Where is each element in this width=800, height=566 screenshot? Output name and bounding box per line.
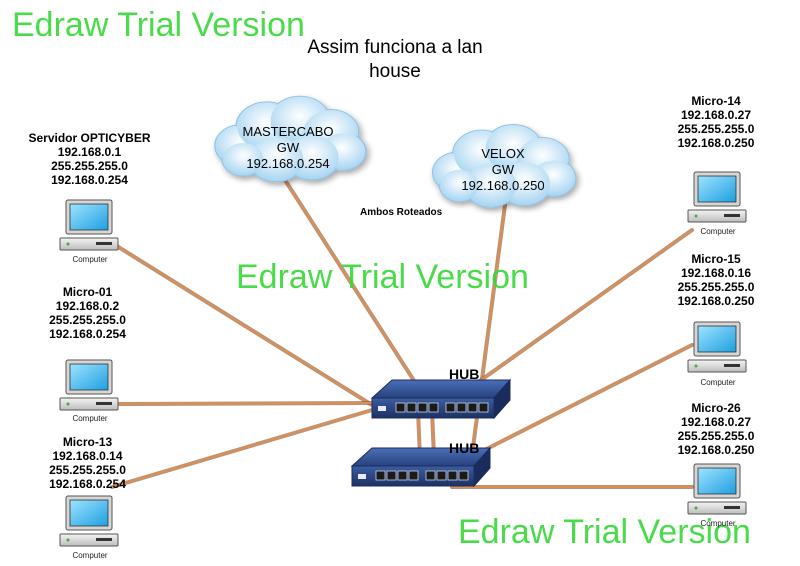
- micro-14-gateway: 192.168.0.250: [677, 136, 755, 150]
- computer-micro-26: [687, 463, 747, 515]
- micro-26-ip: 192.168.0.27: [680, 415, 752, 429]
- computer-label-servidor: Servidor OPTICYBER 192.168.0.1 255.255.2…: [12, 131, 167, 187]
- cable-micro-01: [110, 401, 374, 406]
- servidor-name: Servidor OPTICYBER: [28, 131, 151, 145]
- computer-servidor: [59, 199, 119, 251]
- computer-label-micro-26: Micro-26 192.168.0.27 255.255.255.0 192.…: [656, 401, 776, 457]
- cables: [110, 178, 694, 489]
- hub-label-top: HUB: [449, 366, 480, 382]
- cloud-mastercabo-gw: GW: [276, 140, 300, 155]
- micro-01-gateway: 192.168.0.254: [49, 327, 126, 341]
- computer-caption-micro-01: Computer: [72, 414, 108, 423]
- cloud-velox: [431, 124, 577, 208]
- computer-micro-01: [59, 359, 119, 411]
- cloud-velox-gw: GW: [491, 162, 515, 177]
- watermark-center: Edraw Trial Version: [236, 258, 529, 296]
- micro-01-mask: 255.255.255.0: [49, 313, 126, 327]
- micro-13-ip: 192.168.0.14: [52, 449, 123, 463]
- servidor-gateway: 192.168.0.254: [51, 173, 128, 187]
- clouds: [214, 95, 577, 208]
- hub-top: [370, 378, 512, 420]
- title-line-1: Assim funciona a lan: [307, 37, 483, 58]
- computer-label-micro-01: Micro-01 192.168.0.2 255.255.255.0 192.1…: [30, 285, 145, 341]
- micro-13-name: Micro-13: [62, 435, 113, 449]
- computer-micro-14: [687, 171, 747, 223]
- cable-micro-13: [110, 408, 374, 489]
- computer-label-micro-15: Micro-15 192.168.0.16 255.255.255.0 192.…: [656, 252, 776, 308]
- micro-15-gateway: 192.168.0.250: [677, 294, 755, 308]
- diagram-title: Assim funciona a lan house: [250, 36, 540, 84]
- micro-26-gateway: 192.168.0.250: [677, 443, 755, 457]
- micro-14-ip: 192.168.0.27: [680, 108, 752, 122]
- computer-micro-15: [687, 321, 747, 373]
- computer-caption-micro-13: Computer: [72, 551, 108, 560]
- cloud-velox-name: VELOX: [481, 146, 525, 161]
- cloud-label-velox: VELOX GW 192.168.0.250: [448, 146, 558, 194]
- micro-01-name: Micro-01: [62, 285, 113, 299]
- hub-bottom: [350, 446, 492, 488]
- watermark-top-left: Edraw Trial Version: [12, 6, 305, 44]
- micro-26-mask: 255.255.255.0: [677, 429, 755, 443]
- micro-13-gateway: 192.168.0.254: [49, 477, 126, 491]
- cable-servidor: [110, 241, 374, 407]
- title-line-2: house: [369, 61, 421, 82]
- computer-caption-micro-26: Computer: [700, 519, 736, 528]
- routing-note: Ambos Roteados: [360, 207, 443, 218]
- watermark-bottom-right: Edraw Trial Version: [458, 513, 751, 551]
- micro-15-ip: 192.168.0.16: [680, 266, 752, 280]
- cloud-mastercabo-ip: 192.168.0.254: [246, 156, 330, 171]
- hubs: [350, 378, 512, 488]
- cloud-label-mastercabo: MASTERCABO GW 192.168.0.254: [228, 124, 348, 172]
- micro-13-mask: 255.255.255.0: [49, 463, 126, 477]
- computer-caption-micro-15: Computer: [700, 378, 736, 387]
- micro-15-name: Micro-15: [691, 252, 741, 266]
- cable-micro-14: [458, 228, 694, 397]
- servidor-mask: 255.255.255.0: [51, 159, 128, 173]
- cloud-mastercabo: [214, 95, 367, 183]
- cable-mastercabo: [283, 178, 422, 392]
- cable-velox: [468, 203, 507, 472]
- micro-26-name: Micro-26: [691, 401, 741, 415]
- servidor-ip: 192.168.0.1: [57, 145, 122, 159]
- computer-caption-micro-14: Computer: [700, 227, 736, 236]
- computer-micro-13: [59, 495, 119, 547]
- cloud-mastercabo-name: MASTERCABO: [242, 124, 334, 139]
- micro-01-ip: 192.168.0.2: [55, 299, 120, 313]
- micro-14-name: Micro-14: [691, 94, 741, 108]
- computer-label-micro-13: Micro-13 192.168.0.14 255.255.255.0 192.…: [30, 435, 145, 491]
- computers: [59, 171, 747, 547]
- micro-14-mask: 255.255.255.0: [677, 122, 755, 136]
- micro-15-mask: 255.255.255.0: [677, 280, 755, 294]
- computer-caption-servidor: Computer: [72, 255, 108, 264]
- computer-label-micro-14: Micro-14 192.168.0.27 255.255.255.0 192.…: [656, 94, 776, 150]
- hub-label-bottom: HUB: [449, 440, 480, 456]
- cloud-velox-ip: 192.168.0.250: [461, 178, 545, 193]
